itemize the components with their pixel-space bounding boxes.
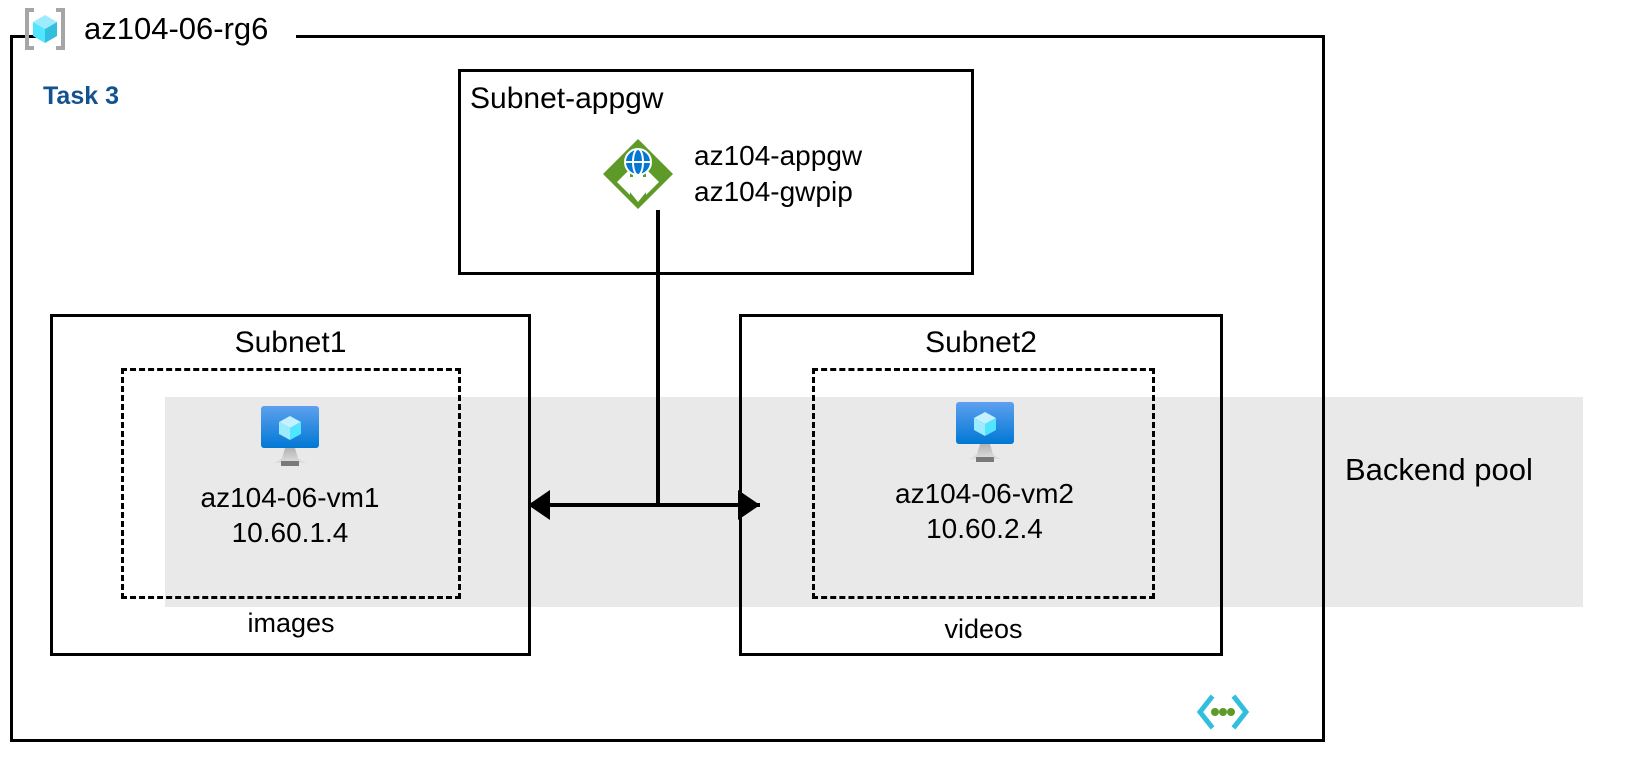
backend-pool-band xyxy=(165,397,1583,607)
subnet1-nsg-boundary xyxy=(121,368,461,599)
gateway-public-ip-name: az104-gwpip xyxy=(694,176,853,207)
virtual-machine-icon xyxy=(862,400,1107,464)
task-label: Task 3 xyxy=(43,82,119,110)
connector-arrow-left xyxy=(528,490,550,520)
subnet-appgw-title: Subnet-appgw xyxy=(470,82,664,115)
subnet2-vm-group: az104-06-vm2 10.60.2.4 xyxy=(862,400,1107,546)
subnet2-nsg-boundary xyxy=(812,368,1155,599)
virtual-machine-icon xyxy=(165,404,415,468)
subnet2-box xyxy=(739,314,1223,656)
subnet2-vm-name: az104-06-vm2 xyxy=(895,478,1074,509)
subnet1-subnet2-connector xyxy=(532,503,760,507)
resource-group-icon xyxy=(22,6,68,52)
subnet-appgw-box xyxy=(458,69,974,275)
application-gateway-names: az104-appgw az104-gwpip xyxy=(694,138,862,211)
subnet1-title: Subnet1 xyxy=(234,326,347,359)
backend-pool-label: Backend pool xyxy=(1345,452,1533,487)
application-gateway-name: az104-appgw xyxy=(694,139,863,171)
application-gateway-group: az104-appgw az104-gwpip xyxy=(600,136,862,212)
resource-group-frame xyxy=(10,35,1325,742)
subnet2-nsg-label: videos xyxy=(944,614,1023,644)
subnet2-title: Subnet2 xyxy=(925,326,1037,359)
subnet1-vm-name: az104-06-vm1 xyxy=(200,482,380,513)
subnet1-box xyxy=(50,314,531,656)
subnet1-vm-ip: 10.60.1.4 xyxy=(231,517,349,548)
vnet-code-icon xyxy=(1196,692,1250,732)
appgw-to-backend-connector xyxy=(656,210,660,506)
subnet2-vm-ip: 10.60.2.4 xyxy=(926,513,1043,544)
subnet1-vm-group: az104-06-vm1 10.60.1.4 xyxy=(165,404,415,550)
connector-arrow-right xyxy=(738,490,760,520)
application-gateway-icon xyxy=(600,136,676,212)
subnet1-nsg-label: images xyxy=(247,608,335,638)
resource-group-title-gap xyxy=(38,27,296,43)
resource-group-title: az104-06-rg6 xyxy=(84,11,269,46)
